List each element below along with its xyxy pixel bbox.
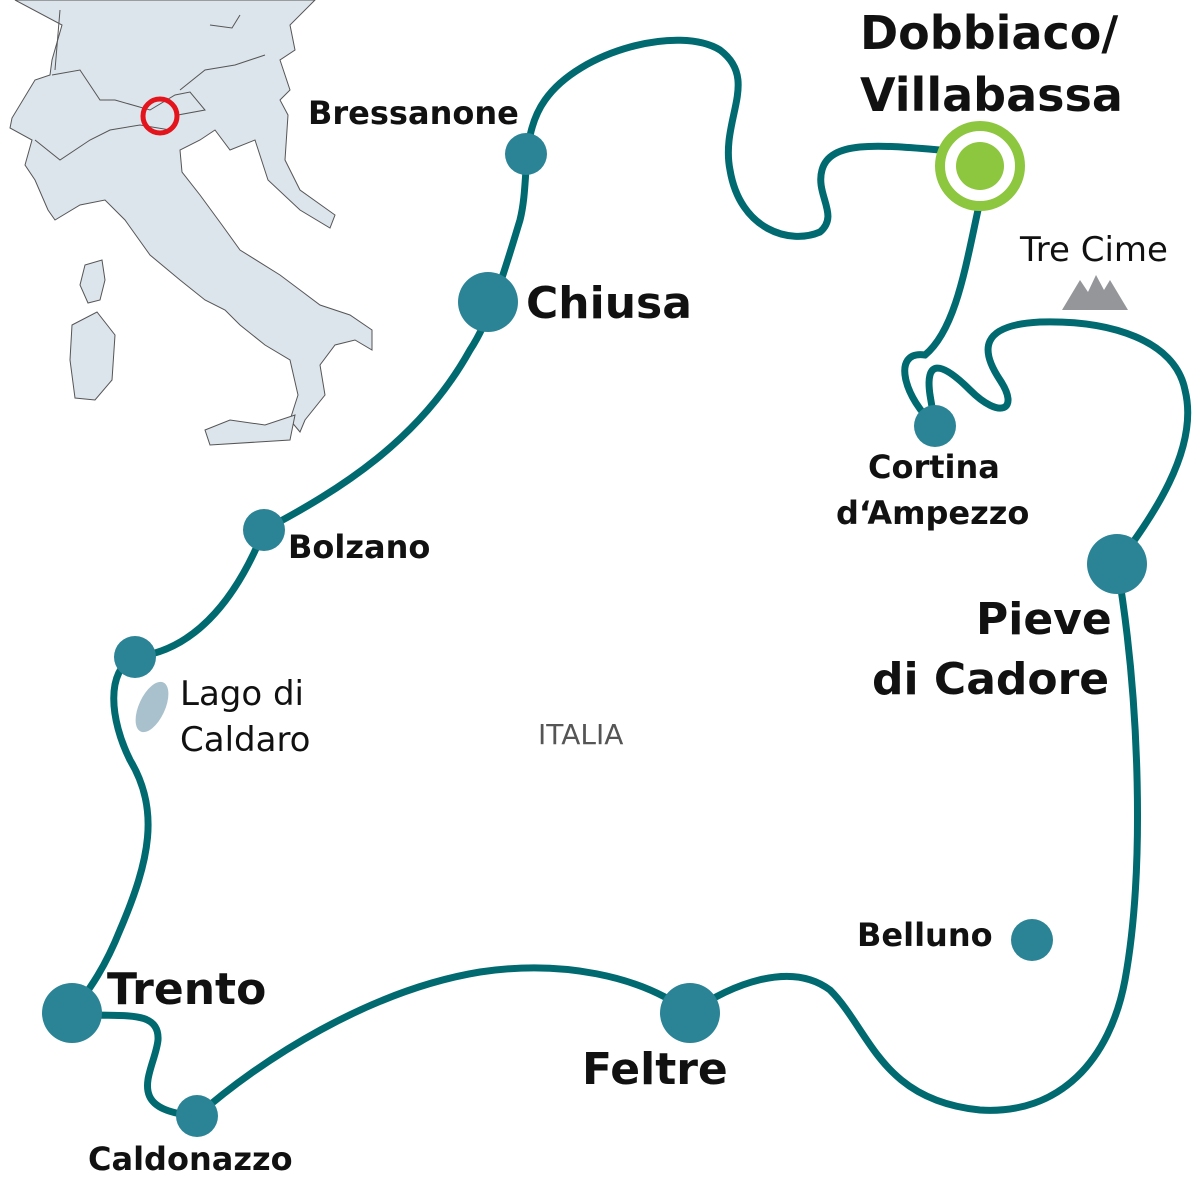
stop-feltre[interactable] (660, 983, 720, 1043)
label-pieve-line2: di Cadore (872, 654, 1110, 705)
label-feltre: Feltre (582, 1044, 728, 1095)
label-caldonazzo: Caldonazzo (88, 1140, 293, 1178)
label-trento: Trento (107, 964, 267, 1015)
locator-circle-icon (140, 96, 180, 136)
italy-inset-map (9, 0, 373, 446)
label-chiusa: Chiusa (526, 278, 692, 329)
stop-trento[interactable] (42, 983, 102, 1043)
label-cortina-line2: d‘Ampezzo (836, 494, 1030, 532)
stop-chiusa[interactable] (458, 272, 518, 332)
label-italia: ITALIA (538, 718, 624, 751)
stop-bolzano[interactable] (243, 509, 285, 551)
lake-caldaro (135, 681, 169, 733)
stop-lago-caldaro[interactable] (114, 636, 156, 678)
label-dobbiaco-line2: Villabassa (860, 68, 1123, 122)
stop-belluno[interactable] (1011, 919, 1053, 961)
label-dobbiaco-line1: Dobbiaco/ (860, 6, 1119, 60)
start-ring-icon[interactable] (935, 121, 1025, 211)
stop-caldonazzo[interactable] (176, 1095, 218, 1137)
label-lago-line2: Caldaro (180, 720, 311, 760)
label-belluno: Belluno (857, 916, 993, 954)
route-line (66, 36, 1192, 1120)
label-lago-line1: Lago di (180, 674, 304, 714)
label-cortina-line1: Cortina (868, 448, 1000, 486)
stops (42, 133, 1147, 1137)
stop-bressanone[interactable] (505, 133, 547, 175)
label-bressanone: Bressanone (308, 94, 519, 132)
stop-pieve-di-cadore[interactable] (1087, 534, 1147, 594)
label-tre-cime: Tre Cime (1020, 230, 1168, 270)
stop-cortina[interactable] (914, 405, 956, 447)
mountain-icon (1062, 275, 1128, 310)
label-bolzano: Bolzano (288, 528, 431, 566)
label-pieve-line1: Pieve (976, 594, 1112, 645)
